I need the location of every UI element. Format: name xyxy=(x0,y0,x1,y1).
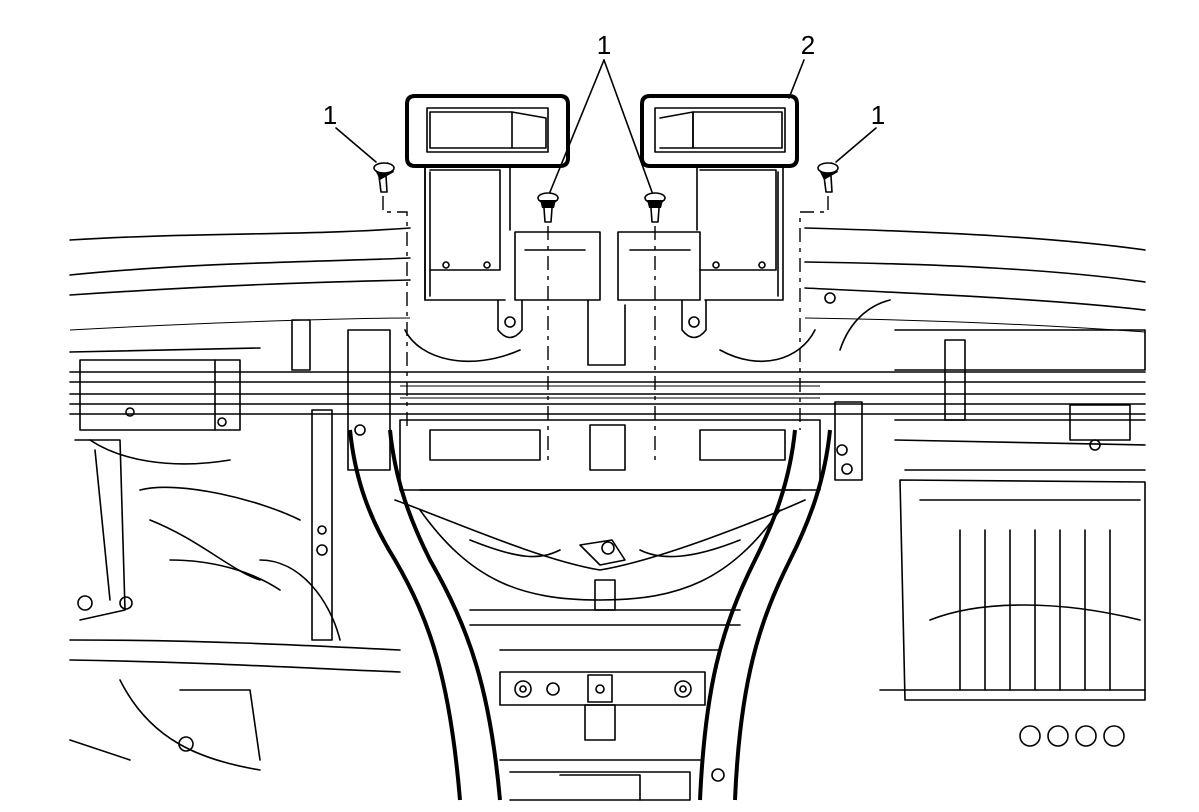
fastener-left-outer xyxy=(373,162,408,430)
right-duct-outlet xyxy=(617,94,799,339)
left-bracket xyxy=(291,319,333,641)
left-support-strut xyxy=(347,329,502,801)
dashboard-surface xyxy=(69,227,1146,363)
cross-car-beam xyxy=(69,371,1146,415)
right-bracket xyxy=(834,401,863,481)
left-duct-outlet xyxy=(405,94,626,366)
callout-1-right-outer: 1 xyxy=(871,100,885,130)
fastener-center-right xyxy=(644,192,666,460)
callout-1-left-outer: 1 xyxy=(323,100,337,130)
callout-leaders xyxy=(335,59,877,193)
fastener-right-outer xyxy=(799,162,839,430)
callout-2-duct: 2 xyxy=(801,30,815,60)
right-module xyxy=(824,292,1146,747)
left-structure xyxy=(69,439,401,771)
callout-1-center: 1 xyxy=(597,30,611,60)
right-support-strut xyxy=(698,429,832,801)
fastener-center-left xyxy=(537,192,559,460)
left-module xyxy=(69,347,261,465)
center-lower-bracket xyxy=(499,671,725,801)
